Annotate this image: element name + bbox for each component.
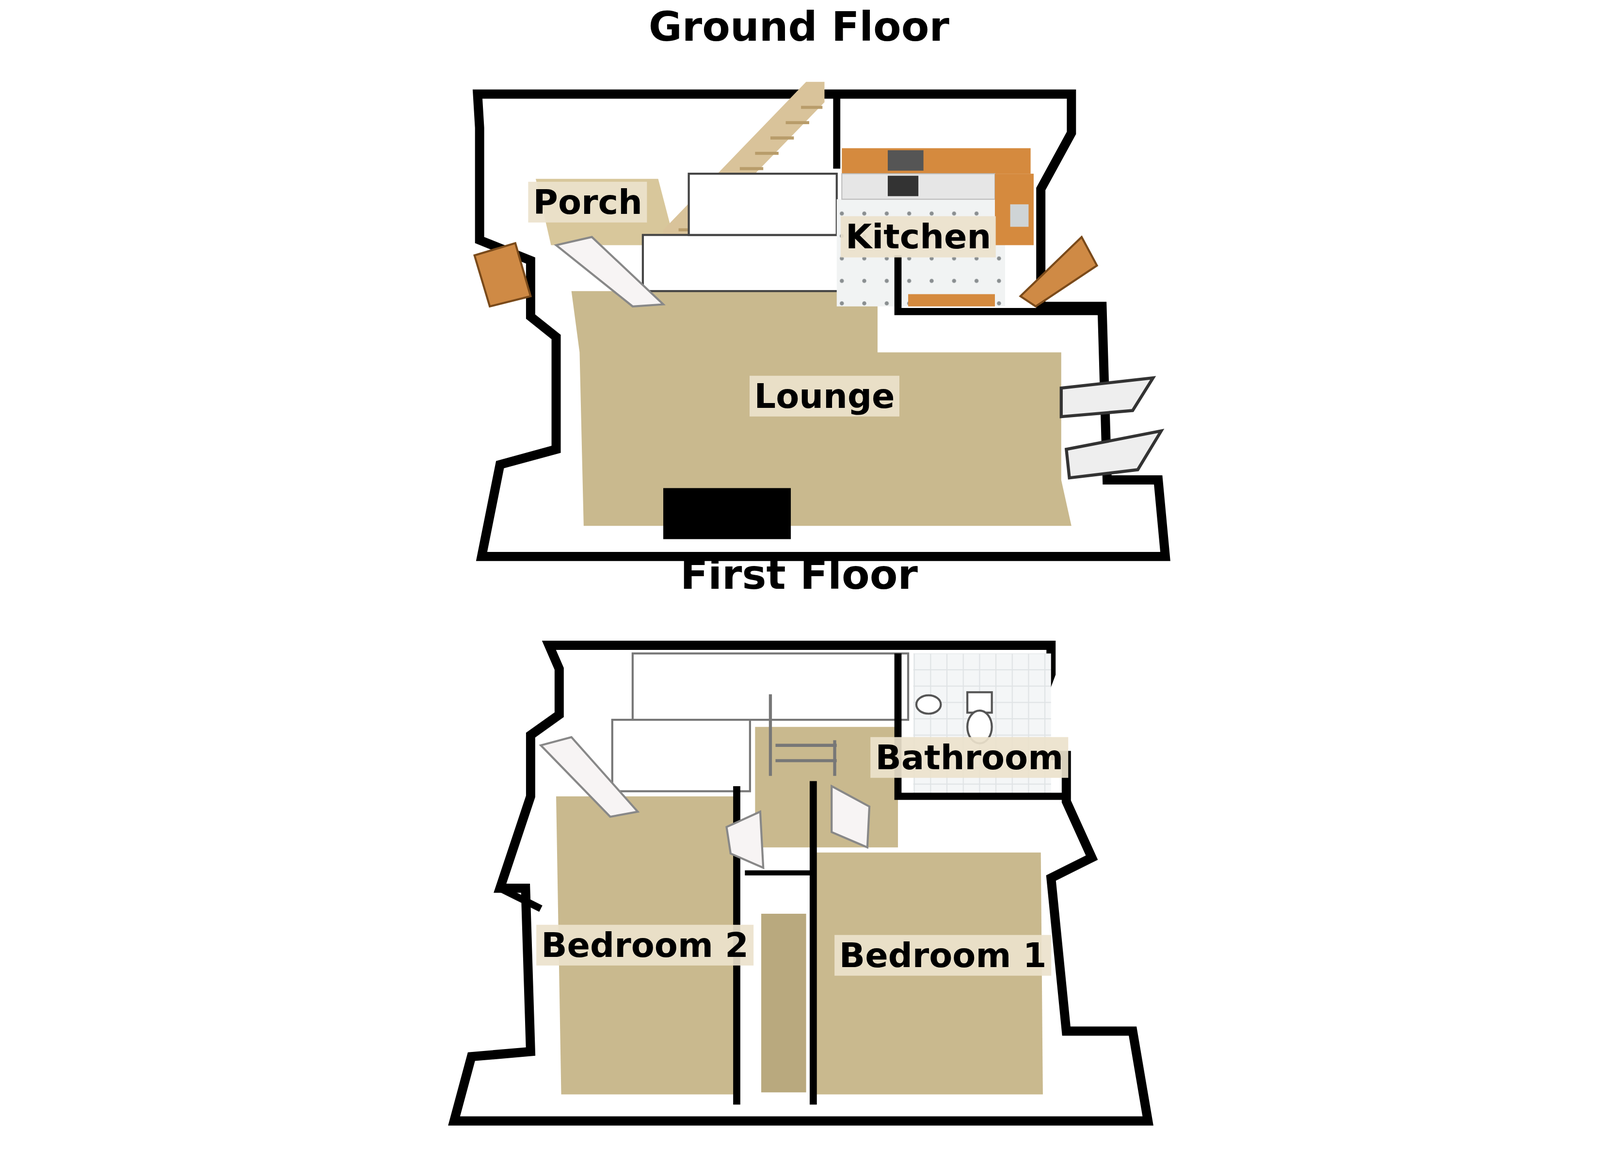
room-label: Bedroom 2 — [536, 924, 754, 966]
ground-floor-plan — [474, 81, 1166, 557]
room-label: Bedroom 1 — [834, 934, 1052, 976]
first-floor-plan — [454, 644, 1149, 1121]
room-label: Porch — [528, 181, 648, 223]
room-label: Bathroom — [870, 736, 1069, 778]
room-label: Kitchen — [840, 216, 996, 258]
floor-heading: First Floor — [680, 551, 918, 599]
room-label: Lounge — [749, 375, 900, 417]
floor-heading: Ground Floor — [648, 2, 950, 50]
